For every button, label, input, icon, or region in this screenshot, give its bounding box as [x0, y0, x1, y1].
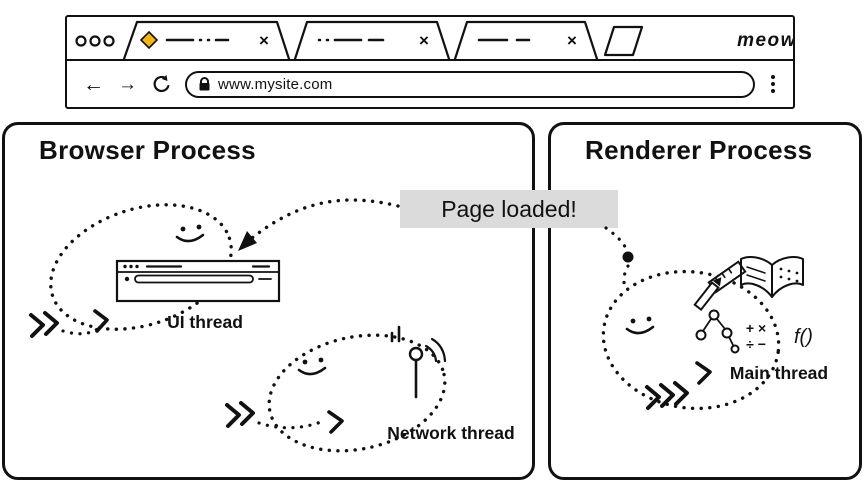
pencil-icon [693, 277, 722, 312]
lock-icon [199, 77, 210, 91]
loop-arrow-icon [327, 410, 344, 434]
ui-thread-loop [49, 203, 233, 331]
book-icon [740, 256, 804, 298]
window-controls[interactable] [75, 35, 115, 47]
window-control-dot[interactable] [89, 35, 101, 47]
dom-tree-icon [695, 309, 740, 354]
page-loaded-callout: Page loaded! [400, 190, 618, 228]
browser-process-box: Browser Process UI threa [2, 122, 535, 480]
loop-arrow-icon [695, 361, 712, 385]
network-thread-smiley-icon [297, 357, 327, 376]
tab-2[interactable]: × [293, 20, 451, 59]
browser-process-art: UI thread Network [29, 203, 515, 453]
main-thread-loop [601, 269, 781, 411]
url-text: www.mysite.com [218, 75, 333, 93]
network-thread-label: Network thread [387, 423, 514, 443]
antenna-icon [390, 325, 447, 399]
main-thread-label: Main thread [730, 363, 828, 383]
flow-chevrons-icon [29, 309, 109, 338]
ui-thread-smiley-icon [175, 224, 205, 243]
tab-bar: × × × meow [75, 20, 793, 59]
ui-thread-window-icon [115, 259, 281, 303]
browser-chrome: × × × meow ← → [65, 15, 795, 109]
forward-button[interactable]: → [118, 73, 137, 95]
browser-process-title: Browser Process [39, 135, 256, 165]
new-tab-button[interactable] [603, 25, 644, 57]
flow-chevrons-icon [645, 381, 689, 410]
renderer-process-title: Renderer Process [585, 135, 813, 165]
flow-chevrons-icon [225, 401, 323, 430]
tab-1-active[interactable]: × [122, 20, 291, 59]
reload-icon[interactable] [151, 74, 171, 94]
callout-text: Page loaded! [441, 195, 577, 222]
ui-thread-label: UI thread [167, 312, 243, 332]
math-symbols: + × [746, 320, 766, 336]
tab-close-button[interactable]: × [259, 31, 269, 50]
back-button[interactable]: ← [83, 72, 104, 96]
network-thread-loop [267, 333, 447, 453]
tab-3[interactable]: × [453, 20, 599, 59]
tab-favicon-diamond [139, 30, 159, 50]
brand-logo: meow [737, 30, 793, 51]
address-bar[interactable]: www.mysite.com [185, 70, 755, 98]
window-control-dot[interactable] [75, 35, 87, 47]
main-thread-smiley-icon [625, 316, 655, 335]
renderer-process-art: + × ÷ − f() Main thread [601, 256, 828, 411]
tab-close-button[interactable]: × [419, 31, 429, 50]
renderer-process-box: Renderer Process [548, 122, 862, 480]
window-control-dot[interactable] [103, 35, 115, 47]
function-icon: f() [794, 326, 813, 348]
math-symbols: ÷ − [746, 336, 766, 352]
tab-close-button[interactable]: × [567, 31, 577, 50]
menu-icon[interactable] [769, 73, 777, 95]
browser-toolbar: ← → www.mysite.com [67, 59, 793, 107]
